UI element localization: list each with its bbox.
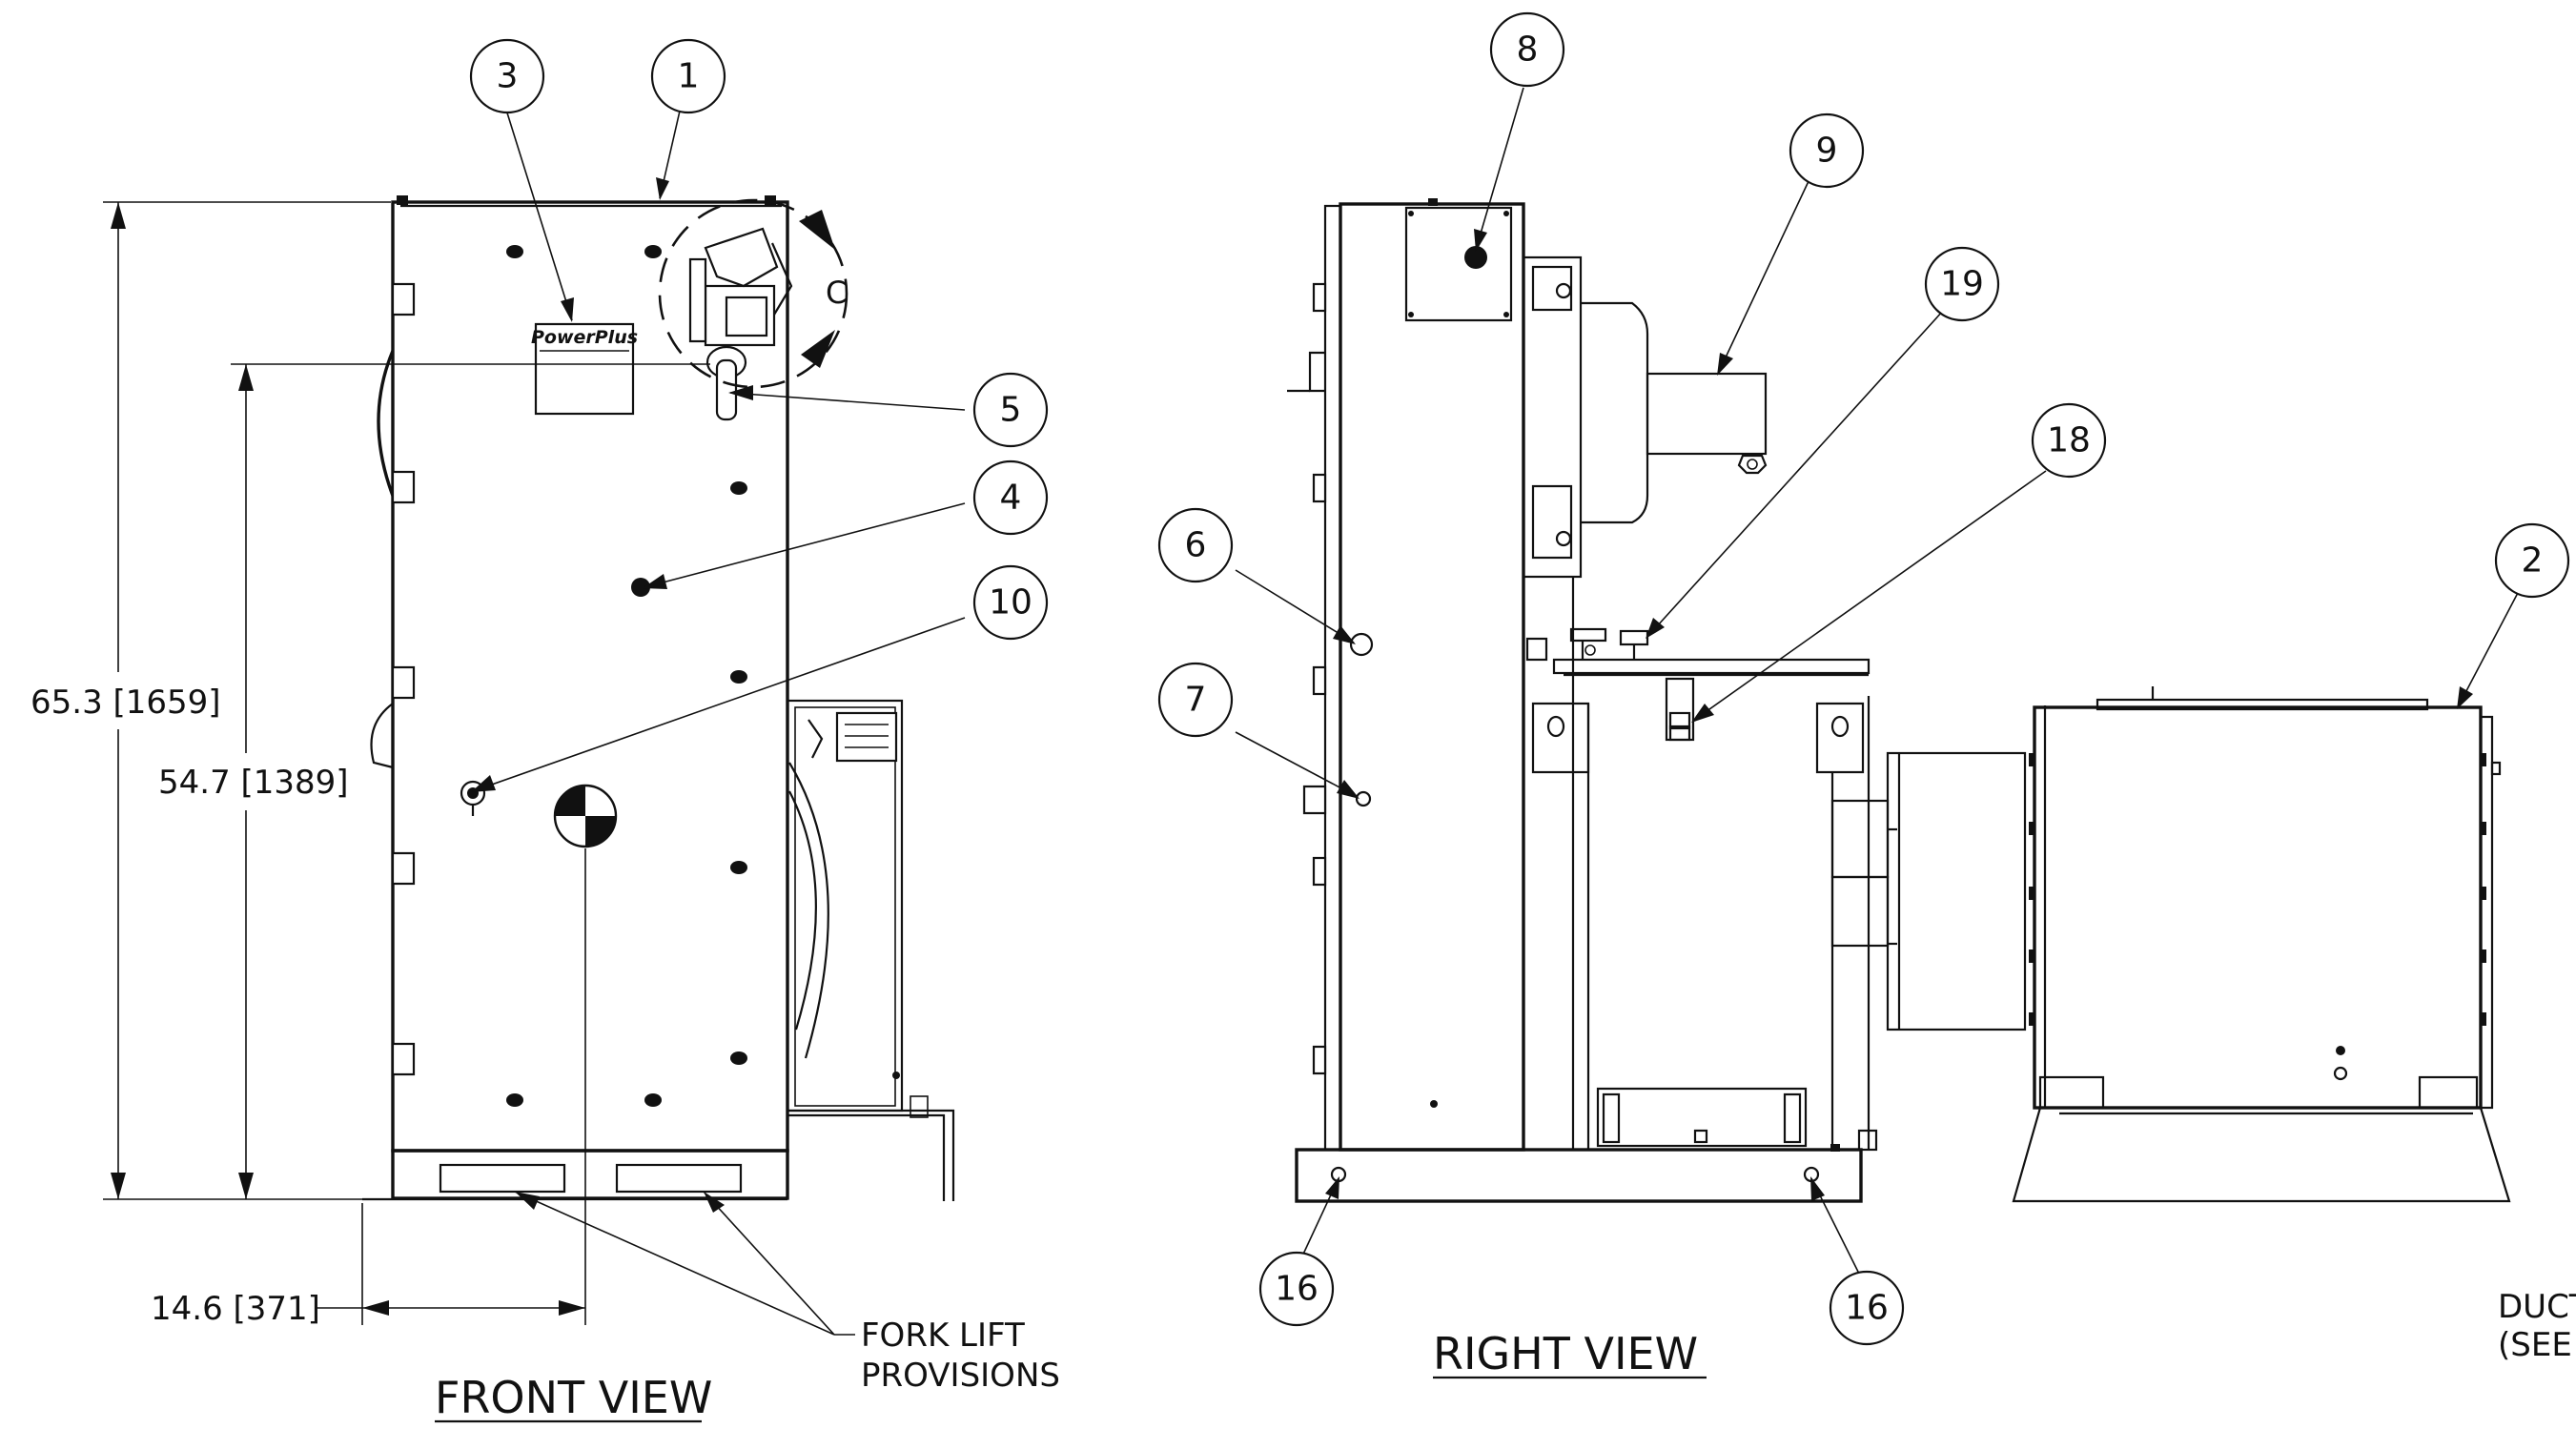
forklift-pocket-left	[439, 1163, 566, 1194]
balloon-6: 6	[1157, 507, 1234, 583]
detail-c-arrow-lower	[801, 330, 835, 368]
balloon-18: 18	[2031, 402, 2107, 479]
front-view-title: FRONT VIEW	[435, 1372, 712, 1423]
svg-text:4: 4	[1000, 479, 1022, 518]
front-fan-housing	[786, 699, 955, 1201]
right-top-plate-knob	[1464, 246, 1487, 269]
duct-note-line1: DUCT	[2498, 1288, 2576, 1326]
powerplus-brand-text: PowerPlus	[531, 327, 638, 348]
detail-c-circle	[658, 198, 848, 389]
forklift-note-line1: FORK LIFT	[861, 1317, 1025, 1355]
balloon-2: 2	[2494, 522, 2570, 599]
front-door-handle-upper	[377, 350, 395, 497]
svg-text:10: 10	[989, 583, 1032, 623]
detail-c-arrow-upper	[799, 210, 835, 250]
svg-text:5: 5	[1000, 391, 1022, 430]
transformer-enclosure	[2012, 686, 2511, 1203]
dim-overall-height: 65.3 [1659]	[31, 684, 221, 722]
balloon-3: 3	[469, 38, 545, 114]
lower-terminal-block	[1596, 1087, 1808, 1148]
blower-assembly	[1522, 255, 1768, 579]
svg-text:16: 16	[1275, 1270, 1319, 1309]
bracket-right	[1815, 702, 1865, 774]
front-view: PowerPlus C	[31, 195, 1060, 1423]
bracket-left	[1531, 702, 1590, 774]
balloon-16-left: 16	[1258, 1251, 1335, 1327]
right-cabinet-body	[1339, 202, 1525, 1152]
powerplus-plate	[534, 322, 635, 416]
right-door-edge	[1323, 204, 1342, 1152]
balloon-1: 1	[650, 38, 726, 114]
front-door-bolts	[506, 245, 747, 1107]
svg-text:18: 18	[2047, 421, 2091, 460]
svg-text:6: 6	[1185, 526, 1207, 565]
balloon-leaders	[471, 87, 2520, 1282]
svg-text:1: 1	[678, 57, 700, 96]
right-gauge-6	[1349, 632, 1374, 657]
forklift-note-line2: PROVISIONS	[861, 1357, 1060, 1395]
svg-text:8: 8	[1517, 31, 1539, 70]
right-internal-frame	[1522, 577, 1890, 1152]
front-hinges	[391, 282, 416, 1076]
right-duct	[1886, 751, 2027, 1031]
right-top-plate	[1404, 206, 1513, 322]
front-dimensions	[103, 201, 710, 1325]
duct-note-line2: (SEE	[2498, 1326, 2572, 1364]
right-indicator-7	[1355, 790, 1372, 807]
svg-text:7: 7	[1185, 681, 1207, 720]
front-indicator-light	[631, 578, 650, 597]
balloon-10: 10	[972, 564, 1049, 641]
dim-cg-offset: 14.6 [371]	[151, 1290, 320, 1328]
right-base	[1295, 1148, 1863, 1203]
right-view-title: RIGHT VIEW	[1433, 1328, 1698, 1379]
detail-c-label: C	[826, 275, 847, 311]
dim-cabinet-height: 54.7 [1389]	[158, 764, 349, 802]
blower-motor	[1646, 372, 1768, 456]
svg-text:9: 9	[1816, 132, 1838, 171]
balloon-4: 4	[972, 459, 1049, 536]
balloon-19: 19	[1924, 246, 2000, 322]
svg-text:2: 2	[2522, 541, 2544, 581]
bus-bar	[1552, 658, 1871, 675]
disconnect-switch	[688, 227, 793, 421]
balloon-8: 8	[1489, 11, 1565, 88]
svg-text:3: 3	[497, 57, 519, 96]
svg-text:19: 19	[1940, 265, 1984, 304]
balloon-16-right: 16	[1829, 1270, 1905, 1346]
svg-text:16: 16	[1845, 1289, 1889, 1328]
forklift-leaders	[514, 1191, 855, 1336]
balloon-7: 7	[1157, 662, 1234, 738]
right-view: RIGHT VIEW DUCT (SEE	[1287, 198, 2576, 1379]
forklift-pocket-right	[615, 1163, 743, 1194]
front-door-handle-lower	[370, 703, 394, 769]
balloon-5: 5	[972, 372, 1049, 448]
balloon-9: 9	[1789, 112, 1865, 189]
center-of-gravity-symbol	[553, 784, 618, 848]
